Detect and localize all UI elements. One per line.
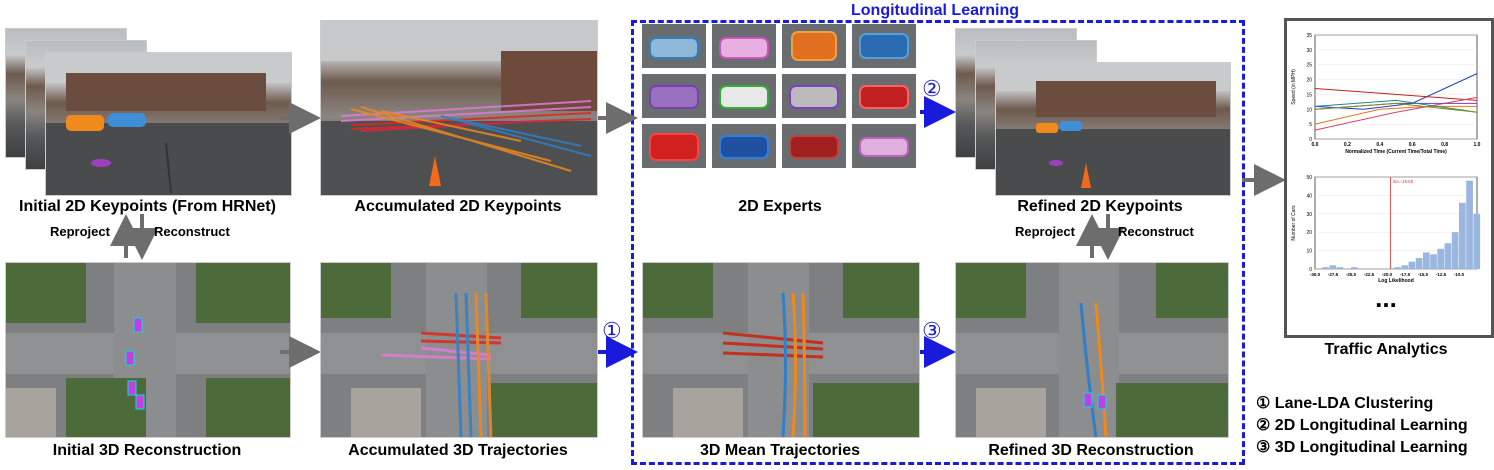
label-reconstruct-left: Reconstruct <box>154 224 230 239</box>
histogram-xtick: -22.5 <box>1364 272 1375 277</box>
caption-refined-3d: Refined 3D Reconstruction <box>988 442 1194 459</box>
mean-3d-aerial <box>642 262 920 438</box>
line-chart-xtick: 0.6 <box>1409 142 1416 148</box>
line-chart-xtick: 0.0 <box>1312 142 1319 148</box>
line-chart-ytick: 5 <box>1309 122 1312 128</box>
line-chart-ytick: 15 <box>1306 92 1312 98</box>
histogram-xtick: -10.0 <box>1454 272 1465 277</box>
step-two-marker: ② <box>922 76 942 101</box>
line-chart-xlabel: Normalized Time (Current Time/Total Time… <box>1345 149 1447 155</box>
histogram-xtick: -20.0 <box>1382 272 1393 277</box>
legend-item-2: ② 2D Longitudinal Learning <box>1256 417 1468 434</box>
histogram-xtick: -17.5 <box>1400 272 1411 277</box>
histogram-xtick: -25.0 <box>1346 272 1357 277</box>
caption-accumulated-2d: Accumulated 2D Keypoints <box>354 198 562 215</box>
caption-mean-3d: 3D Mean Trajectories <box>699 442 861 459</box>
longitudinal-learning-frame <box>631 20 1245 465</box>
accumulated-2d-frame <box>320 20 598 196</box>
caption-initial-2d: Initial 2D Keypoints (From HRNet) <box>19 198 276 215</box>
legend-item-3: ③ 3D Longitudinal Learning <box>1256 439 1468 456</box>
line-chart-ytick: 20 <box>1306 78 1312 84</box>
histogram-bar <box>1444 243 1452 269</box>
histogram-xtick: -27.5 <box>1328 272 1339 277</box>
caption-accumulated-3d: Accumulated 3D Trajectories <box>348 442 568 459</box>
refined-2d-frame <box>995 62 1231 196</box>
histogram-bar <box>1394 267 1401 269</box>
line-chart-series <box>1314 96 1478 131</box>
histogram-bar <box>1329 265 1337 269</box>
caption-traffic-analytics: Traffic Analytics <box>1324 341 1448 358</box>
histogram-bar <box>1322 267 1329 269</box>
car-orange-keypoints <box>66 115 104 131</box>
histogram-bar <box>1401 265 1409 269</box>
line-chart-xtick: 0.8 <box>1441 142 1448 148</box>
line-chart-xtick: 1.0 <box>1474 142 1481 148</box>
legend-item-1: ① Lane-LDA Clustering <box>1256 395 1434 412</box>
line-chart-ytick: 30 <box>1306 48 1312 54</box>
label-reproject-right: Reproject <box>1015 224 1075 239</box>
histogram-ytick: 20 <box>1306 230 1312 236</box>
line-chart-series <box>1314 105 1477 125</box>
accumulated-3d-aerial <box>320 262 598 438</box>
histogram-bar <box>1423 252 1430 269</box>
histogram-bar <box>1473 213 1481 269</box>
histogram-bar <box>1451 232 1459 269</box>
histogram-xtick: -12.5 <box>1436 272 1447 277</box>
label-reproject-left: Reproject <box>50 224 110 239</box>
refined-2d-scene <box>996 63 1230 195</box>
histogram-ytick: 40 <box>1306 193 1312 199</box>
caption-experts-2d: 2D Experts <box>738 198 822 215</box>
histogram-xtick: -30.0 <box>1310 272 1321 277</box>
likelihood-histogram: 0 10 20 30 40 50 -30.0 -27.5 -25.0 -22.5 -20.0 -17.… <box>1291 175 1481 284</box>
caption-refined-2d: Refined 2D Keypoints <box>1017 198 1183 215</box>
experts-grid <box>642 24 918 198</box>
line-chart-series <box>1314 99 1478 113</box>
line-chart-series <box>1314 73 1478 110</box>
longitudinal-learning-title: Longitudinal Learning <box>800 2 1070 20</box>
line-chart-ytick: 10 <box>1306 107 1312 113</box>
histogram-bar <box>1408 261 1416 269</box>
histogram-ylabel: Number of Cars <box>1291 205 1297 241</box>
line-chart-ytick: 0 <box>1309 137 1312 143</box>
speed-line-chart: 0 5 10 15 20 25 30 35 0.0 0.2 0.4 0.6 0.8 1.0Normaliz… <box>1291 33 1481 155</box>
refined-3d-aerial <box>955 262 1229 438</box>
line-chart-ytick: 25 <box>1306 63 1312 69</box>
initial-2d-frame <box>45 52 292 196</box>
histogram-xlabel: Log Likelihood <box>1378 278 1414 284</box>
ellipsis: ... <box>1375 283 1397 313</box>
line-chart-xtick: 0.2 <box>1344 142 1351 148</box>
initial-3d-aerial <box>5 262 291 438</box>
histogram-bar <box>1459 202 1466 269</box>
histogram-threshold-label: 3σ=-19.50 <box>1393 179 1414 184</box>
accumulated-2d-scene <box>321 21 597 195</box>
line-chart-ylabel: Speed (in MPH) <box>1291 69 1297 105</box>
line-chart-xtick: 0.4 <box>1376 142 1383 148</box>
histogram-bar <box>1351 267 1358 269</box>
line-chart-series <box>1314 102 1478 113</box>
histogram-xtick: -15.0 <box>1418 272 1429 277</box>
caption-initial-3d: Initial 3D Reconstruction <box>52 442 242 459</box>
step-one-marker: ① <box>602 318 622 343</box>
histogram-bar <box>1415 257 1423 269</box>
histogram-bar <box>1336 267 1344 269</box>
step-three-marker: ③ <box>922 318 942 343</box>
initial-2d-scene <box>46 53 291 195</box>
histogram-bar <box>1466 180 1473 269</box>
histogram-ytick: 0 <box>1309 267 1312 273</box>
line-chart-series <box>1314 87 1478 101</box>
histogram-bar <box>1430 254 1437 269</box>
histogram-ytick: 10 <box>1306 249 1312 255</box>
histogram-bar <box>1437 248 1445 269</box>
car-blue-keypoints <box>108 113 146 127</box>
histogram-ytick: 30 <box>1306 212 1312 218</box>
line-chart-frame <box>1314 34 1478 140</box>
label-reconstruct-right: Reconstruct <box>1118 224 1194 239</box>
line-chart-ytick: 35 <box>1306 33 1312 39</box>
histogram-ytick: 50 <box>1306 175 1312 181</box>
